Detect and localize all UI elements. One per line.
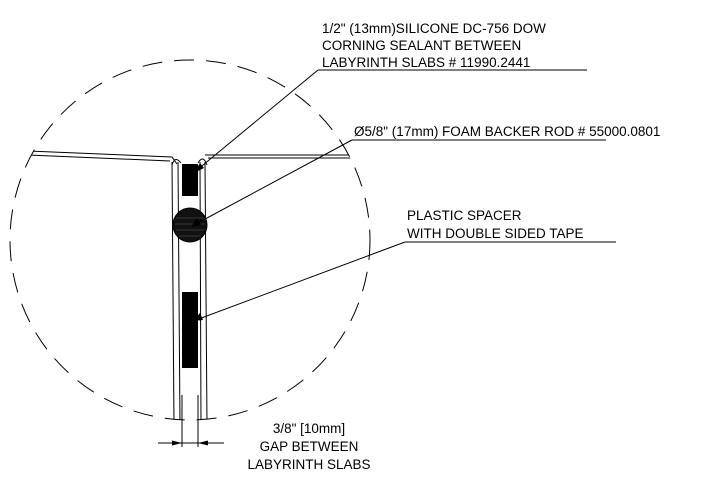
sealant-callout-line-1: 1/2" (13mm)SILICONE DC-756 DOW (322, 21, 546, 36)
spacer-leader (193, 241, 406, 321)
left-slab-joint-edge-inner (177, 161, 181, 420)
plastic-spacer (182, 292, 198, 368)
right-slab-joint-edge-inner (199, 161, 202, 420)
spacer-callout-line-2: WITH DOUBLE SIDED TAPE (407, 226, 584, 241)
backer-rod-leader (191, 139, 606, 227)
sealant-callout-line-3: LABYRINTH SLABS # 11990.2441 (322, 55, 530, 70)
gap-callout-line-2: GAP BETWEEN (260, 439, 359, 454)
detail-circle (9, 59, 371, 421)
gap-callout-line-3: LABYRINTH SLABS (247, 457, 370, 472)
gap-callout-line-1: 3/8" [10mm] (273, 421, 345, 436)
sealant-callout-line-2: CORNING SEALANT BETWEEN (322, 38, 521, 53)
left-slab-top-edge-inner (10, 153, 171, 162)
spacer-callout-line-1: PLASTIC SPACER (407, 208, 522, 223)
slab-geometry (10, 149, 370, 420)
left-slab-joint-edge-outer (171, 161, 175, 420)
sealant-cap (171, 158, 208, 166)
left-slab-top-edge (10, 149, 178, 165)
sealant-leader (194, 69, 587, 173)
backer-rod-callout: Ø5/8" (17mm) FOAM BACKER ROD # 55000.080… (354, 124, 660, 139)
foam-backer-rod (172, 207, 208, 243)
backer-rod-texture (175, 217, 205, 237)
silicone-sealant (182, 164, 198, 196)
gap-dimension (158, 395, 224, 447)
right-slab-joint-edge-outer (204, 161, 208, 420)
